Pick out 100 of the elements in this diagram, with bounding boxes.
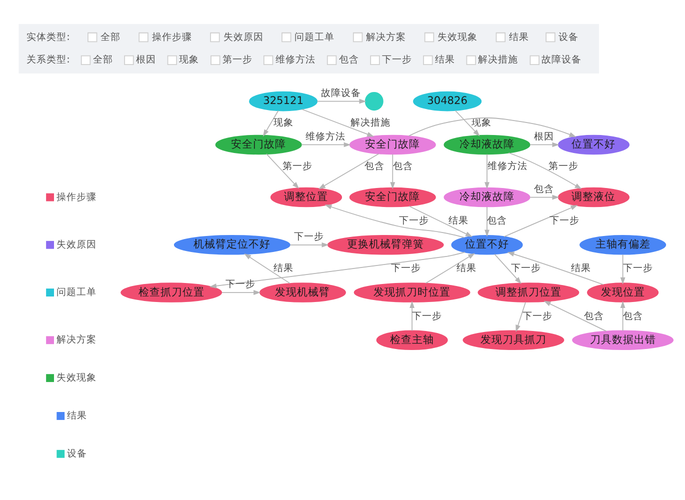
- edge-label: 包含: [584, 310, 604, 322]
- label: 实体类型:: [26, 32, 70, 43]
- edge-label: 包含: [364, 160, 385, 172]
- label: 第一步: [222, 54, 252, 66]
- label: 全部: [92, 54, 113, 66]
- edge-label: 结果: [570, 263, 591, 274]
- arrow: [516, 302, 526, 332]
- edge-label: 故障设备: [321, 88, 362, 99]
- edge-label: 包含: [487, 216, 508, 227]
- edge-label: 下一步: [294, 231, 324, 242]
- edge-label: 根因: [534, 131, 554, 142]
- arrow: [324, 204, 465, 238]
- arrow: [504, 205, 578, 238]
- edge-label: 维修方法: [487, 160, 528, 172]
- node-ellipse: 安全门故障: [349, 134, 436, 155]
- arrow: [530, 142, 560, 148]
- arrow: [484, 206, 490, 237]
- arrow: [301, 142, 351, 148]
- label: 结果: [434, 54, 455, 66]
- legend-label: 失效现象: [56, 372, 97, 384]
- edge-label: 结果: [448, 216, 468, 227]
- node-ellipse: 发现抓刀时位置: [354, 282, 470, 302]
- arrow: [222, 290, 261, 295]
- arrow: [266, 154, 300, 189]
- arrow: [454, 110, 480, 136]
- edge-label: 下一步: [510, 263, 541, 274]
- node-ellipse: 调整液位: [558, 187, 630, 208]
- node-ellipse: 325121: [249, 91, 318, 112]
- label: 失效现象: [438, 32, 478, 43]
- label: 解决措施: [478, 54, 518, 66]
- label: 维修方法: [275, 54, 316, 66]
- node-ellipse: 冷却液故障: [444, 187, 530, 208]
- node-ellipse: 304826: [413, 91, 482, 112]
- node-ellipse: 主轴有偏差: [580, 235, 666, 255]
- arrow: [425, 253, 476, 284]
- edge-label: 维修方法: [306, 131, 346, 142]
- arrow: [410, 300, 415, 332]
- arrow: [530, 194, 560, 200]
- edge-label: 包含: [392, 160, 413, 172]
- legend-label: 操作步骤: [56, 192, 97, 203]
- legend-label: 问题工单: [56, 286, 97, 298]
- edge-label: 第一步: [548, 160, 579, 172]
- label: 包含: [338, 54, 359, 66]
- node-ellipse: 位置不好: [451, 235, 523, 255]
- edge-label: 下一步: [390, 263, 421, 274]
- arrow: [262, 110, 279, 137]
- edge-label: 下一步: [550, 216, 580, 227]
- edge-label: 包含: [534, 184, 554, 195]
- label: 问题工单: [294, 32, 335, 43]
- edge-label: 解决措施: [350, 117, 391, 128]
- label: 设备: [558, 32, 578, 43]
- legend-label: 解决方案: [56, 334, 97, 346]
- arrow: [544, 300, 607, 332]
- arrow: [318, 153, 380, 190]
- node-ellipse: 发现刀具抓刀: [462, 330, 564, 350]
- node-ellipse: 位置不好: [558, 134, 630, 155]
- legend-label: 失效原因: [56, 239, 97, 250]
- node-ellipse: 安全门故障: [215, 134, 302, 155]
- edge-label: 包含: [622, 310, 643, 322]
- arrow: [316, 98, 366, 104]
- label: 全部: [100, 32, 121, 43]
- node-ellipse: 冷却液故障: [444, 134, 530, 155]
- arrow: [408, 206, 473, 237]
- arrow: [494, 254, 522, 284]
- arrow: [244, 253, 291, 284]
- node-ellipse: 发现机械臂: [259, 282, 346, 302]
- node-ellipse: 调整位置: [270, 187, 342, 208]
- label: 故障设备: [542, 54, 582, 66]
- arrow: [484, 154, 490, 190]
- node-circle: [364, 92, 384, 111]
- arrow: [620, 300, 626, 332]
- label: 关系类型:: [26, 54, 70, 66]
- edge-label: 下一步: [226, 279, 256, 290]
- arrow: [508, 152, 582, 190]
- label: 结果: [509, 32, 530, 43]
- edge-label: 第一步: [282, 160, 312, 172]
- arrow: [290, 242, 329, 248]
- arrow: [390, 154, 396, 190]
- edge-label: 结果: [456, 263, 476, 274]
- label: 解决方案: [366, 32, 406, 43]
- arrow: [620, 254, 626, 284]
- edge-label: 下一步: [398, 216, 429, 227]
- label: 根因: [136, 54, 156, 66]
- edge-label: 下一步: [412, 310, 442, 322]
- arrow: [507, 252, 604, 286]
- edge-label: 下一步: [622, 263, 653, 274]
- label: 失效原因: [223, 32, 264, 43]
- node-ellipse: 检查主轴: [376, 330, 448, 350]
- node-ellipse: 刀具数据出错: [572, 330, 674, 350]
- label: 操作步骤: [152, 32, 192, 43]
- edge-label: 现象: [274, 117, 294, 128]
- legend-label: 设备: [67, 448, 88, 460]
- label: 下一步: [382, 54, 412, 66]
- arrow: [301, 108, 374, 137]
- arrow: [209, 252, 466, 288]
- edge-label: 下一步: [522, 310, 552, 322]
- arrow: [408, 117, 576, 138]
- node-ellipse: 调整抓刀位置: [478, 282, 580, 302]
- label: 现象: [179, 54, 200, 66]
- node-ellipse: 发现位置: [587, 282, 659, 302]
